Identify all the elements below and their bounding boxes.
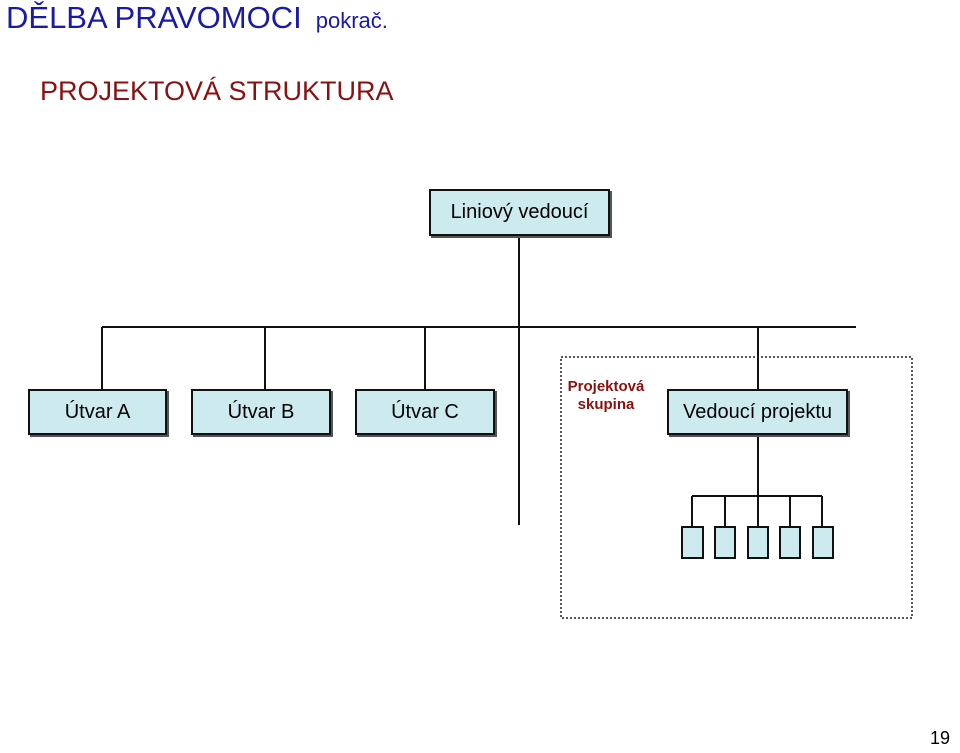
slide-title: DĚLBA PRAVOMOCI pokrač. xyxy=(6,0,388,36)
member-box xyxy=(747,526,769,559)
box-unit-c: Útvar C xyxy=(355,389,495,435)
member-box xyxy=(812,526,834,559)
member-box xyxy=(779,526,801,559)
box-unit-a: Útvar A xyxy=(28,389,167,435)
project-group-label: Projektová skupina xyxy=(556,378,656,414)
page-number: 19 xyxy=(929,728,950,748)
slide-subtitle: PROJEKTOVÁ STRUKTURA xyxy=(40,76,394,106)
title-continuation: pokrač. xyxy=(315,8,388,33)
title-main: DĚLBA PRAVOMOCI xyxy=(6,0,302,35)
project-group-frame xyxy=(560,356,913,619)
box-unit-b: Útvar B xyxy=(191,389,331,435)
project-group-label-line2: skupina xyxy=(577,396,635,413)
box-project-leader: Vedoucí projektu xyxy=(667,389,848,435)
member-box xyxy=(714,526,736,559)
box-line-manager: Liniový vedoucí xyxy=(429,189,610,236)
project-group-label-line1: Projektová xyxy=(567,378,645,395)
member-box xyxy=(681,526,704,559)
